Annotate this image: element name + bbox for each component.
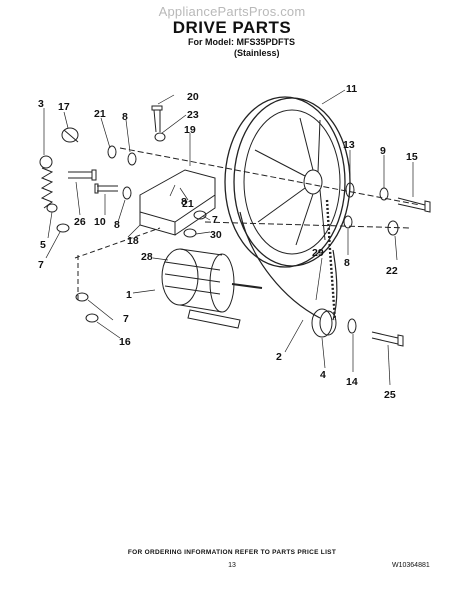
washer-8-top [127,152,137,166]
nut-22 [387,220,399,236]
assembly-line-lower [204,221,411,229]
bolt-10 [94,183,118,194]
drive-wheel [224,96,351,268]
nut-30 [183,228,197,238]
callout-23: 23 [187,109,199,121]
callout-8-mid: 8 [114,219,120,231]
callout-3: 3 [38,98,44,110]
washer-9 [379,187,389,201]
motor [161,248,263,329]
motor-pulley [311,308,337,338]
mounting-bracket [139,169,216,236]
callout-22: 22 [386,265,398,277]
finish-label: (Stainless) [234,48,280,58]
assembly-line-motor [74,227,161,259]
bolt-26 [68,169,97,181]
page-title: DRIVE PARTS [172,18,292,37]
callout-8-bracket: 8 [181,196,187,208]
tension-spring [39,155,54,209]
callout-14: 14 [346,376,358,388]
callout-21-top: 21 [94,108,106,120]
bolt-25 [371,331,404,347]
callout-13: 13 [343,139,355,151]
bolt-20 [151,105,163,133]
document-number: W10364881 [392,562,430,569]
watermark: AppliancePartsPros.com [158,4,306,19]
washer-8-mid [122,186,132,200]
model-line: For Model: MFS35PDFTS [188,37,296,47]
washer-8-right [343,215,353,229]
callout-19: 19 [184,124,196,136]
callout-30: 30 [210,229,222,241]
ordering-note: FOR ORDERING INFORMATION REFER TO PARTS … [127,549,337,556]
assembly-line-main [119,147,421,206]
callout-9: 9 [380,145,386,157]
callout-15: 15 [406,151,418,163]
callout-8-top: 8 [122,111,128,123]
callout-18: 18 [127,235,139,247]
nut-21-top [107,145,117,159]
callout-29: 29 [312,247,324,259]
callout-1: 1 [126,289,132,301]
spring-cap [61,127,79,143]
callout-10: 10 [94,216,106,228]
callout-28: 28 [141,251,153,263]
callout-8-right: 8 [344,257,350,269]
callout-7-right: 7 [212,214,218,226]
callout-labels: 1 2 3 4 5 7 7 7 8 8 8 8 9 10 11 13 14 15… [38,83,418,401]
callout-16: 16 [119,336,131,348]
callout-7-low: 7 [123,313,129,325]
callout-7-left: 7 [38,259,44,271]
callout-26: 26 [74,216,86,228]
callout-11: 11 [346,83,357,95]
callout-17: 17 [58,101,70,113]
callout-4: 4 [320,369,326,381]
washer-7-left [56,223,70,233]
callout-2: 2 [276,351,282,363]
washer-14 [347,318,357,334]
washer-7-low [75,292,89,302]
nut-16 [85,313,99,323]
bolt-15 [397,197,431,213]
callout-21-bracket: 21 [182,198,194,210]
washer-23 [154,132,166,142]
callout-5: 5 [40,239,46,251]
page-number: 13 [228,562,236,569]
callout-20: 20 [187,91,199,103]
callout-25: 25 [384,389,396,401]
washer-13 [345,182,355,198]
washer-5 [46,203,58,213]
washer-7-right [193,210,207,220]
